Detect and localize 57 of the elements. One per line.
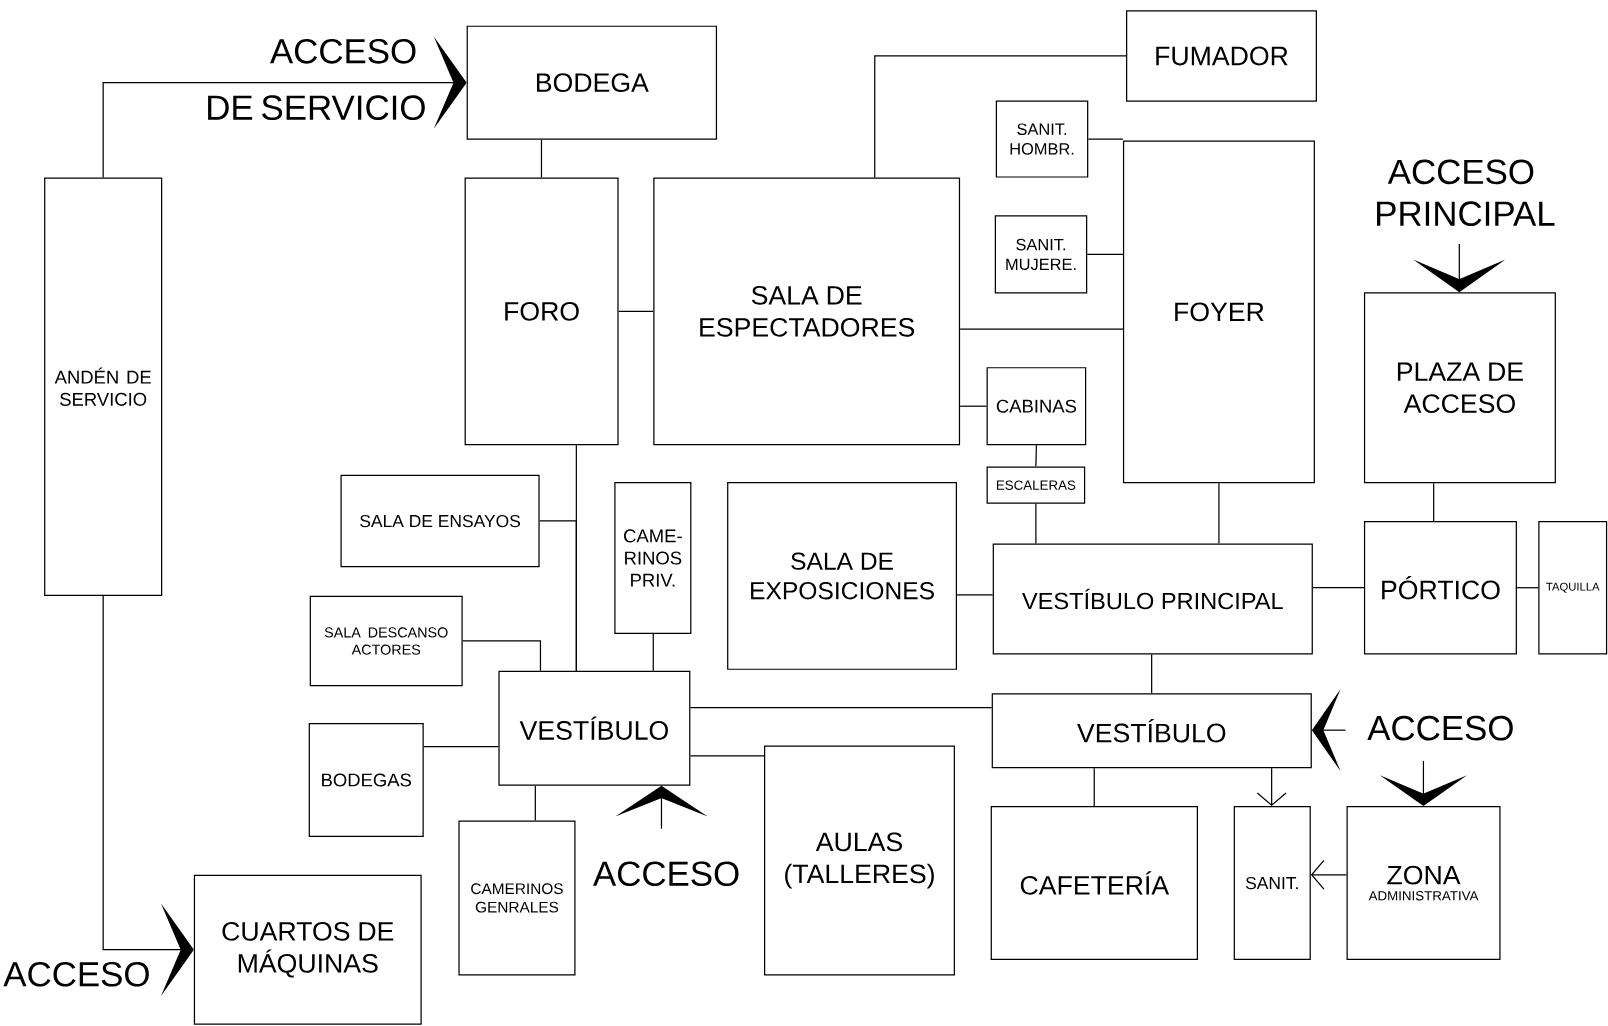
connector-line <box>689 755 765 757</box>
connector-line <box>689 707 993 709</box>
connector-line <box>1035 503 1037 545</box>
room-box: FOYER <box>1122 140 1315 484</box>
room-box: FUMADOR <box>1126 10 1317 102</box>
room-box: VESTÍBULO PRINCIPAL <box>992 543 1313 655</box>
connector-line <box>1516 587 1539 589</box>
connector-line <box>959 328 1124 331</box>
connector-line <box>462 640 542 672</box>
access-label: ACCESO <box>593 861 739 887</box>
connector-line <box>1035 444 1037 468</box>
connector-line <box>874 55 1127 179</box>
connector-line <box>540 139 543 179</box>
connector-line <box>423 746 499 748</box>
room-box: VESTÍBULO <box>498 670 691 786</box>
room-box: CAME-RINOS PRIV. <box>614 482 692 635</box>
connector-line <box>652 633 654 672</box>
connector-line <box>1087 138 1124 140</box>
room-box: CABINAS <box>986 367 1087 446</box>
room-box: TAQUILLA <box>1538 521 1608 655</box>
room-box: SANIT. <box>1233 806 1311 961</box>
connector-line <box>1312 587 1365 589</box>
room-box: SANIT. MUJERE. <box>994 215 1088 294</box>
connector-line <box>1093 767 1095 807</box>
access-label: DE SERVICIO <box>208 95 425 121</box>
access-label: ACCESO PRINCIPAL <box>1377 159 1555 227</box>
connector-line <box>1086 254 1124 256</box>
room-box: SANIT. HOMBR. <box>995 100 1089 178</box>
access-label: ACCESO <box>270 39 416 64</box>
room-box: SALA DESCANSO ACTORES <box>309 596 463 687</box>
room-box: ZONA ADMINISTRATIVA <box>1346 806 1501 961</box>
connector-line <box>959 405 988 408</box>
room-box: VESTÍBULO <box>991 693 1312 769</box>
room-box: AULAS (TALLERES) <box>764 745 955 976</box>
connector-line <box>539 520 577 672</box>
connector-line <box>1151 654 1153 695</box>
room-box: PÓRTICO <box>1363 521 1517 655</box>
room-box: ESCALERAS <box>986 466 1086 504</box>
connector-line <box>618 311 654 313</box>
room-box: PLAZA DE ACCESO <box>1363 292 1556 484</box>
room-box: CAFETERÍA <box>990 806 1198 961</box>
connector-line <box>1218 482 1220 545</box>
connector-line <box>534 785 536 822</box>
room-box: SALA DE ENSAYOS <box>340 475 540 568</box>
room-box: BODEGAS <box>308 723 424 838</box>
access-arrow <box>102 36 467 179</box>
connector-line <box>956 594 994 596</box>
access-label: ACCESO <box>1367 716 1513 741</box>
room-box: CAMERINOS GENRALES <box>458 820 576 976</box>
room-box: ANDÉN DE SERVICIO <box>44 177 163 597</box>
room-box: SALA DE EXPOSICIONES <box>727 482 957 671</box>
room-box: CUARTOS DE MÁQUINAS <box>193 875 422 1025</box>
connector-line <box>1433 482 1435 522</box>
room-box: SALA DE ESPECTADORES <box>653 177 961 446</box>
room-box: FORO <box>464 177 619 446</box>
room-box: BODEGA <box>466 25 718 140</box>
access-label: ACCESO <box>3 962 149 987</box>
